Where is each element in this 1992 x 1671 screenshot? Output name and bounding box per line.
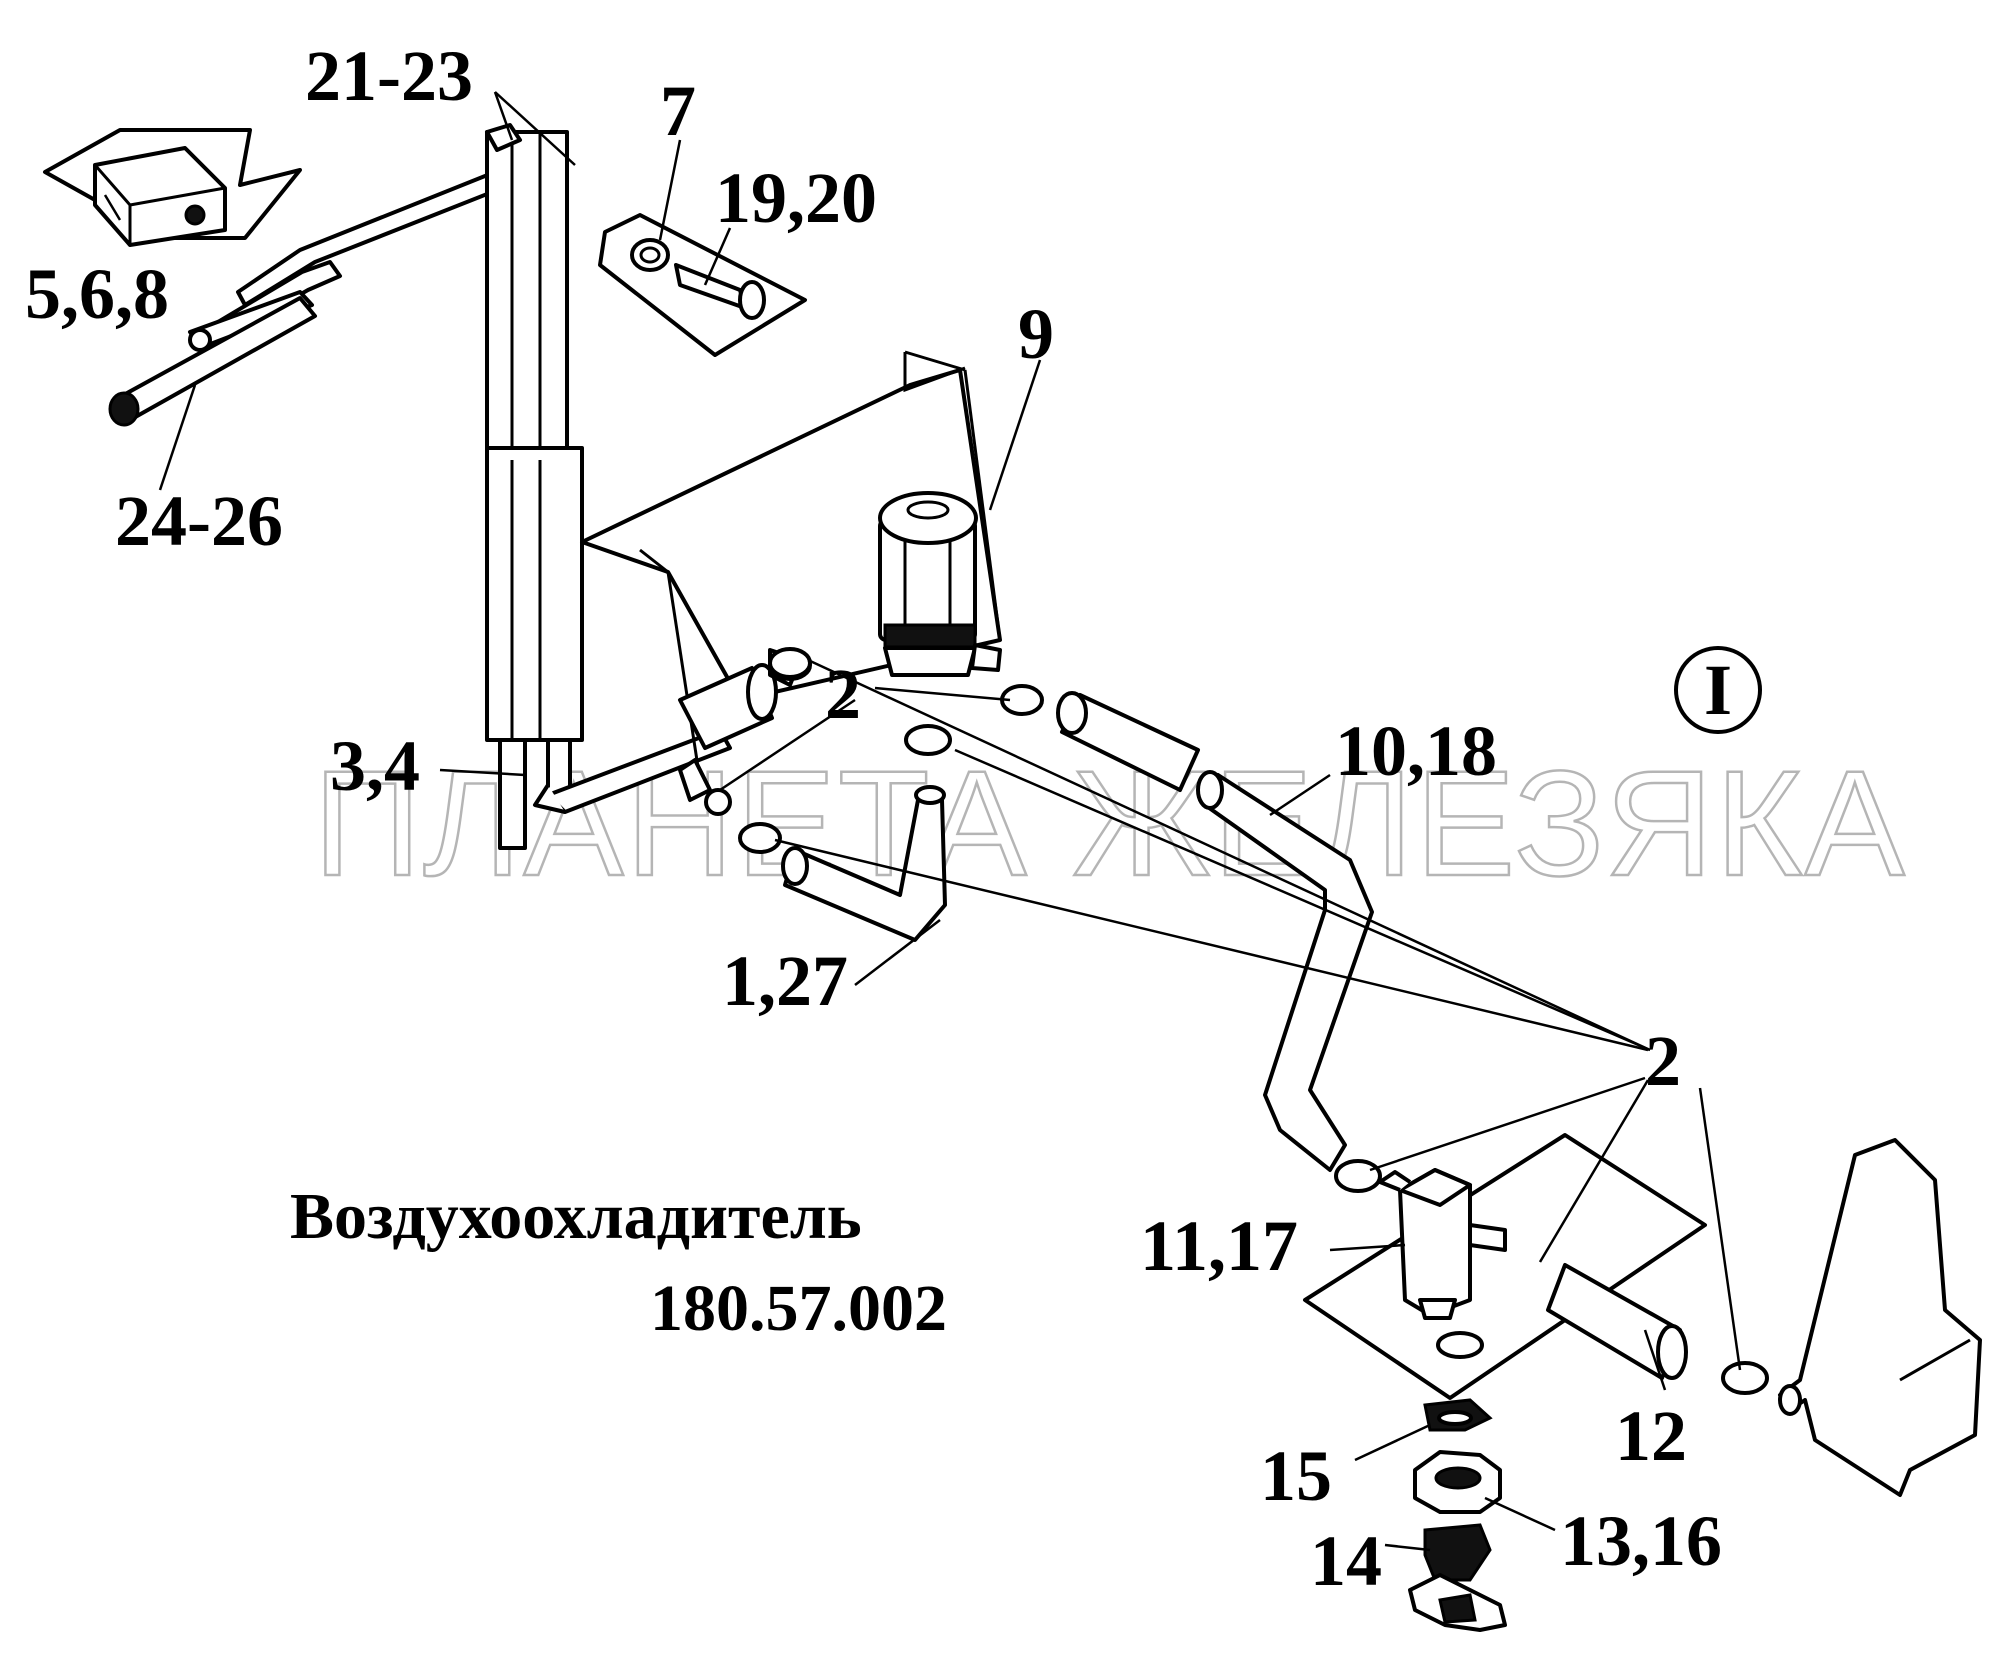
callout-10-18: 10,18	[1335, 711, 1497, 791]
callout-19-20: 19,20	[715, 158, 877, 238]
callout-24-26: 24-26	[115, 481, 283, 561]
fitting-11-17-plate	[1303, 1133, 1707, 1400]
callout-labels: 21-23 7 19,20 5,6,8 24-26 9 2 10,18 3,4 …	[25, 36, 1722, 1601]
vertical-pipes	[485, 123, 732, 850]
right-bracket	[1778, 1138, 1982, 1497]
title-line-1: Воздухоохладитель	[290, 1180, 862, 1253]
callout-9: 9	[1018, 294, 1054, 374]
hose-10-18-short	[1056, 691, 1200, 792]
callout-5-6-8: 5,6,8	[25, 254, 169, 334]
tube-24-26	[108, 296, 317, 427]
callout-12: 12	[1615, 1396, 1687, 1476]
leader-lines	[103, 91, 1742, 1552]
bracket-plate-with-block	[43, 128, 302, 247]
hose-12	[1546, 1263, 1688, 1380]
callout-14: 14	[1310, 1521, 1382, 1601]
hose-1-27	[781, 785, 947, 942]
callout-11-17: 11,17	[1140, 1206, 1298, 1286]
view-marker-label: I	[1704, 650, 1732, 730]
filter-9	[878, 491, 1002, 677]
callout-15: 15	[1260, 1436, 1332, 1516]
callout-21-23: 21-23	[305, 36, 473, 116]
diagram-title: Воздухоохладитель 180.57.002	[290, 1180, 947, 1345]
nuts-washers	[1408, 1398, 1507, 1632]
watermark-text: ПЛАНЕТА ЖЕЛЕЗЯКА	[313, 739, 1906, 907]
callout-13-16: 13,16	[1560, 1501, 1722, 1581]
callout-2-top: 2	[825, 654, 861, 734]
callout-1-27: 1,27	[722, 941, 848, 1021]
view-marker: I	[1674, 646, 1762, 734]
callout-2-right: 2	[1645, 1021, 1681, 1101]
hose-10-18-long	[1196, 770, 1374, 1172]
callout-7: 7	[660, 71, 696, 151]
callout-3-4: 3,4	[330, 726, 420, 806]
mounting-plate-7	[598, 213, 807, 357]
title-line-2: 180.57.002	[650, 1272, 947, 1345]
